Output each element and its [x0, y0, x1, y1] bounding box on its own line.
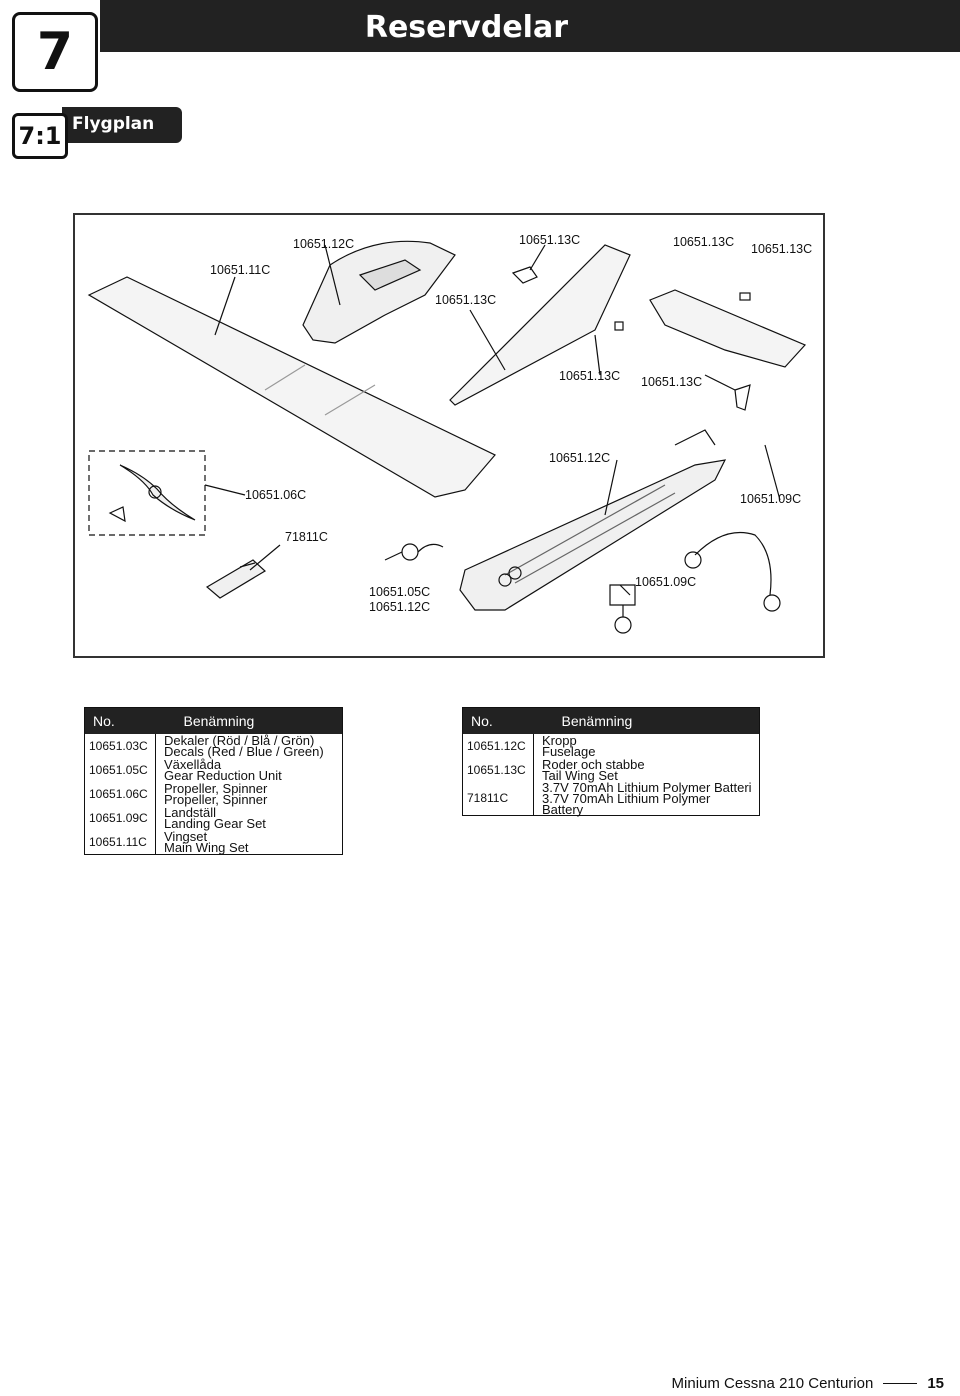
part-name-sv: Propeller, Spinner: [164, 781, 268, 796]
chapter-header-bar: Reservdelar: [100, 0, 960, 52]
table-row: 71811C 3.7V 70mAh Lithium Polymer Batter…: [463, 780, 760, 817]
propeller-group-box: [88, 450, 206, 536]
part-number: 10651.05C: [89, 762, 148, 777]
part-number: 10651.09C: [89, 810, 148, 825]
main-wing-drawing: [87, 276, 496, 498]
callout-label: 10651.05C: [369, 585, 431, 599]
stab-clip-drawing: [739, 292, 751, 301]
callout-label: 10651.13C: [673, 235, 735, 249]
gearbox-drawing: [401, 543, 419, 561]
part-name-sv: Landställ: [164, 805, 217, 820]
part-name-en: Fuselage: [542, 744, 596, 759]
part-name-en: Tail Wing Set: [542, 768, 618, 783]
callout-label: 10651.13C: [559, 369, 621, 383]
exploded-parts-diagram: 10651.11C 10651.12C 10651.13C 10651.13C …: [73, 213, 825, 658]
battery-drawing: [205, 559, 266, 599]
parts-table-left: No. Benämning 10651.03C Dekaler (Röd / B…: [84, 707, 343, 855]
part-name-sv: Roder och stabbe: [542, 757, 645, 772]
part-name-sv: Dekaler (Röd / Blå / Grön): [164, 733, 315, 748]
callout-label: 10651.13C: [519, 233, 581, 247]
section-number-box: 7:1: [12, 113, 68, 159]
part-number: 10651.13C: [467, 762, 526, 777]
callout-label: 10651.12C: [369, 600, 431, 614]
part-name-en: Gear Reduction Unit: [164, 768, 282, 783]
section-title: Flygplan: [72, 114, 155, 134]
callout-label: 10651.13C: [751, 242, 813, 256]
chapter-number-box: 7: [12, 12, 98, 92]
chapter-title: Reservdelar: [364, 10, 568, 45]
tail-bracket-drawing: [511, 266, 538, 284]
callout-label: 71811C: [285, 530, 328, 544]
callout-label: 10651.13C: [435, 293, 497, 307]
horizontal-stabilizer-drawing: [649, 289, 807, 368]
footer-product-name: Minium Cessna 210 Centurion: [671, 1375, 874, 1392]
column-header-no: No.: [84, 707, 156, 734]
part-name-sv: 3.7V 70mAh Lithium Polymer Batteri: [542, 780, 752, 795]
spinner-drawing: [108, 506, 126, 523]
canopy-drawing: [302, 240, 456, 344]
part-number: 10651.03C: [89, 738, 148, 753]
tail-hinge-drawing: [734, 384, 751, 411]
part-name-sv: Växellåda: [164, 757, 222, 772]
column-header-name: Benämning: [155, 707, 343, 734]
callout-label: 10651.09C: [635, 575, 697, 589]
parts-illustration: [87, 240, 807, 634]
part-name-sv: Kropp: [542, 733, 577, 748]
part-name-en: 3.7V 70mAh Lithium Polymer Battery: [542, 791, 711, 817]
part-number: 10651.11C: [89, 834, 147, 849]
page-footer: Minium Cessna 210 Centurion 15: [672, 1375, 944, 1392]
part-name-sv: Vingset: [164, 829, 208, 844]
part-number: 10651.06C: [89, 786, 148, 801]
callout-label: 10651.12C: [549, 451, 611, 465]
part-name-en: Main Wing Set: [164, 840, 249, 855]
propeller-drawing: [119, 464, 196, 521]
tail-clip-drawing: [614, 321, 624, 331]
callout-label: 10651.06C: [245, 488, 307, 502]
page-number: 15: [927, 1375, 944, 1392]
part-name-en: Decals (Red / Blue / Green): [164, 744, 324, 759]
table-row: 10651.03C Dekaler (Röd / Blå / Grön)Deca…: [85, 734, 343, 758]
part-number: 10651.12C: [467, 738, 526, 753]
section-header-bar: Flygplan: [62, 107, 182, 143]
fuselage-drawing: [459, 459, 727, 611]
part-number: 71811C: [467, 791, 509, 805]
callout-label: 10651.12C: [293, 237, 355, 251]
callout-label: 10651.09C: [740, 492, 802, 506]
footer-divider: [883, 1383, 918, 1384]
part-name: Dekaler (Röd / Blå / Grön)Decals (Red / …: [155, 733, 343, 759]
callout-label: 10651.13C: [641, 375, 703, 389]
part-name-en: Propeller, Spinner: [164, 792, 268, 807]
part-name-en: Landing Gear Set: [164, 816, 266, 831]
column-header-no: No.: [462, 707, 534, 734]
column-header-name: Benämning: [533, 707, 760, 734]
callout-label: 10651.11C: [210, 263, 271, 277]
vertical-tail-drawing: [449, 244, 631, 406]
